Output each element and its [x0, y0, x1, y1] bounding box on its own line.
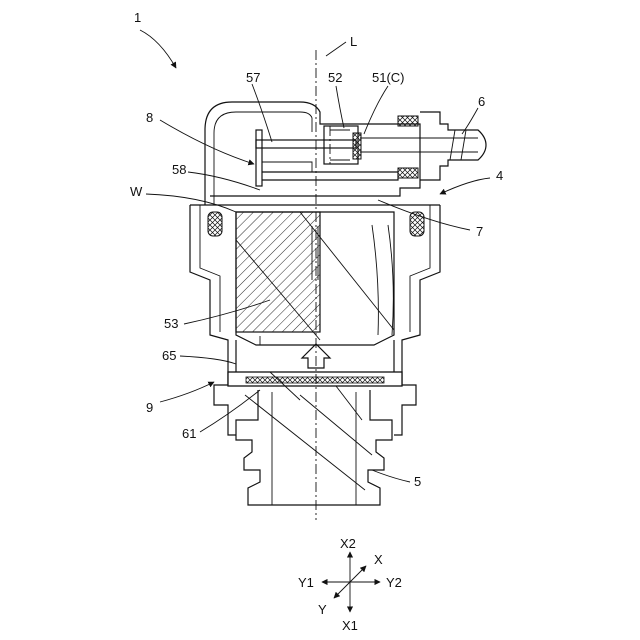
label-9: 9: [146, 400, 153, 415]
label-assembly: 1: [134, 10, 141, 25]
label-61: 61: [182, 426, 196, 441]
label-5: 5: [414, 474, 421, 489]
axis-y2-label: Y2: [386, 575, 402, 590]
coordinate-axes: X2 X Y1 Y2 Y X1: [298, 536, 402, 633]
label-51c: 51(C): [372, 70, 405, 85]
label-57: 57: [246, 70, 260, 85]
label-8: 8: [146, 110, 153, 125]
label-w: W: [130, 184, 143, 199]
label-58: 58: [172, 162, 186, 177]
filter-plate: [228, 372, 402, 420]
label-6: 6: [478, 94, 485, 109]
axis-x1-label: X1: [342, 618, 358, 633]
label-4: 4: [496, 168, 503, 183]
label-axis-l: L: [350, 34, 357, 49]
axis-y-label: Y: [318, 602, 327, 617]
label-65: 65: [162, 348, 176, 363]
label-52: 52: [328, 70, 342, 85]
label-7: 7: [476, 224, 483, 239]
outlet-nozzle: [236, 390, 392, 505]
inlet-pipe: [360, 112, 486, 180]
label-53: 53: [164, 316, 178, 331]
axis-x-label: X: [374, 552, 383, 567]
axis-x2-label: X2: [340, 536, 356, 551]
axis-y1-label: Y1: [298, 575, 314, 590]
